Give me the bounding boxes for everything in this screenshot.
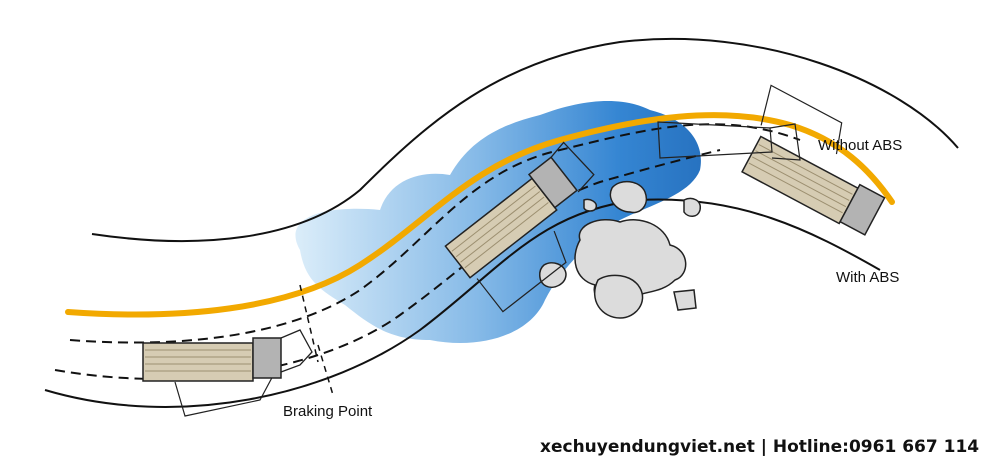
road-outer-edge [91,38,959,243]
truck-at-braking-point [142,329,313,417]
rock-cluster [539,180,701,319]
truck-without-abs [741,84,886,236]
truck-in-water [444,141,595,313]
label-without-abs: Without ABS [818,137,902,154]
braking-point-line-1 [299,284,319,363]
abs-path-dashed-upper [69,123,801,344]
braking-point-line-2 [317,344,334,396]
skid-path-without-abs [65,112,895,318]
label-braking-point: Braking Point [283,403,373,420]
truck-outline-with-abs [657,121,801,161]
label-with-abs: With ABS [836,269,899,286]
road-inner-edge [44,198,881,408]
footer-website-hotline: xechuyendungviet.net | Hotline:0961 667 … [540,437,979,457]
